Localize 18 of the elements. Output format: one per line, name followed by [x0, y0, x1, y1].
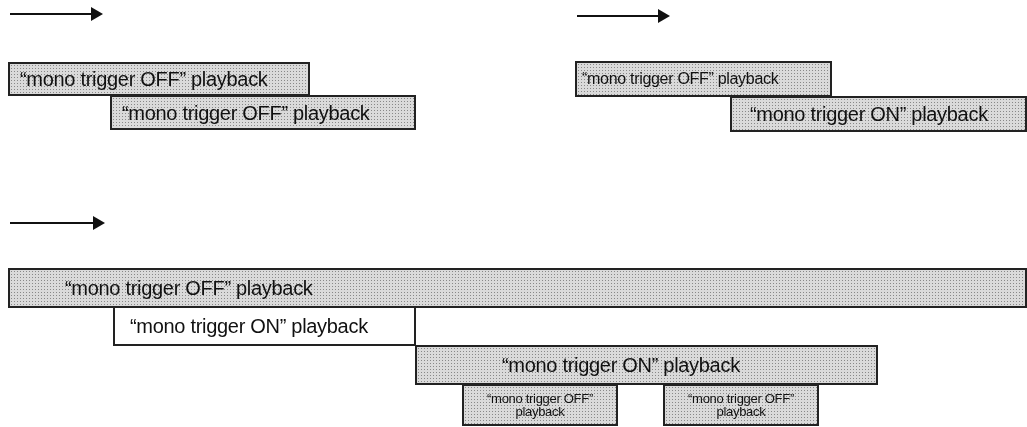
- bar-label: “mono trigger OFF” playback: [582, 70, 779, 88]
- bar-label: “mono trigger OFF” playback: [122, 101, 370, 124]
- playback-bar: [575, 61, 832, 97]
- playback-bar: [415, 345, 878, 385]
- playback-bar: [110, 95, 416, 130]
- bar-label: “mono trigger OFF” playback: [687, 392, 795, 418]
- playback-bar: [462, 384, 618, 426]
- bar-label: “mono trigger ON” playback: [750, 103, 988, 125]
- playback-bar: [8, 268, 1027, 308]
- bar-label: “mono trigger OFF” playback: [486, 392, 594, 418]
- playback-bar: [730, 96, 1027, 132]
- bar-label: “mono trigger OFF” playback: [65, 277, 313, 299]
- bar-label: “mono trigger OFF” playback: [20, 68, 268, 90]
- playback-bar: [113, 306, 416, 346]
- playback-bar: [663, 384, 819, 426]
- playback-bar: [8, 62, 310, 96]
- bar-label: “mono trigger ON” playback: [130, 315, 368, 337]
- bar-label: “mono trigger ON” playback: [502, 354, 740, 376]
